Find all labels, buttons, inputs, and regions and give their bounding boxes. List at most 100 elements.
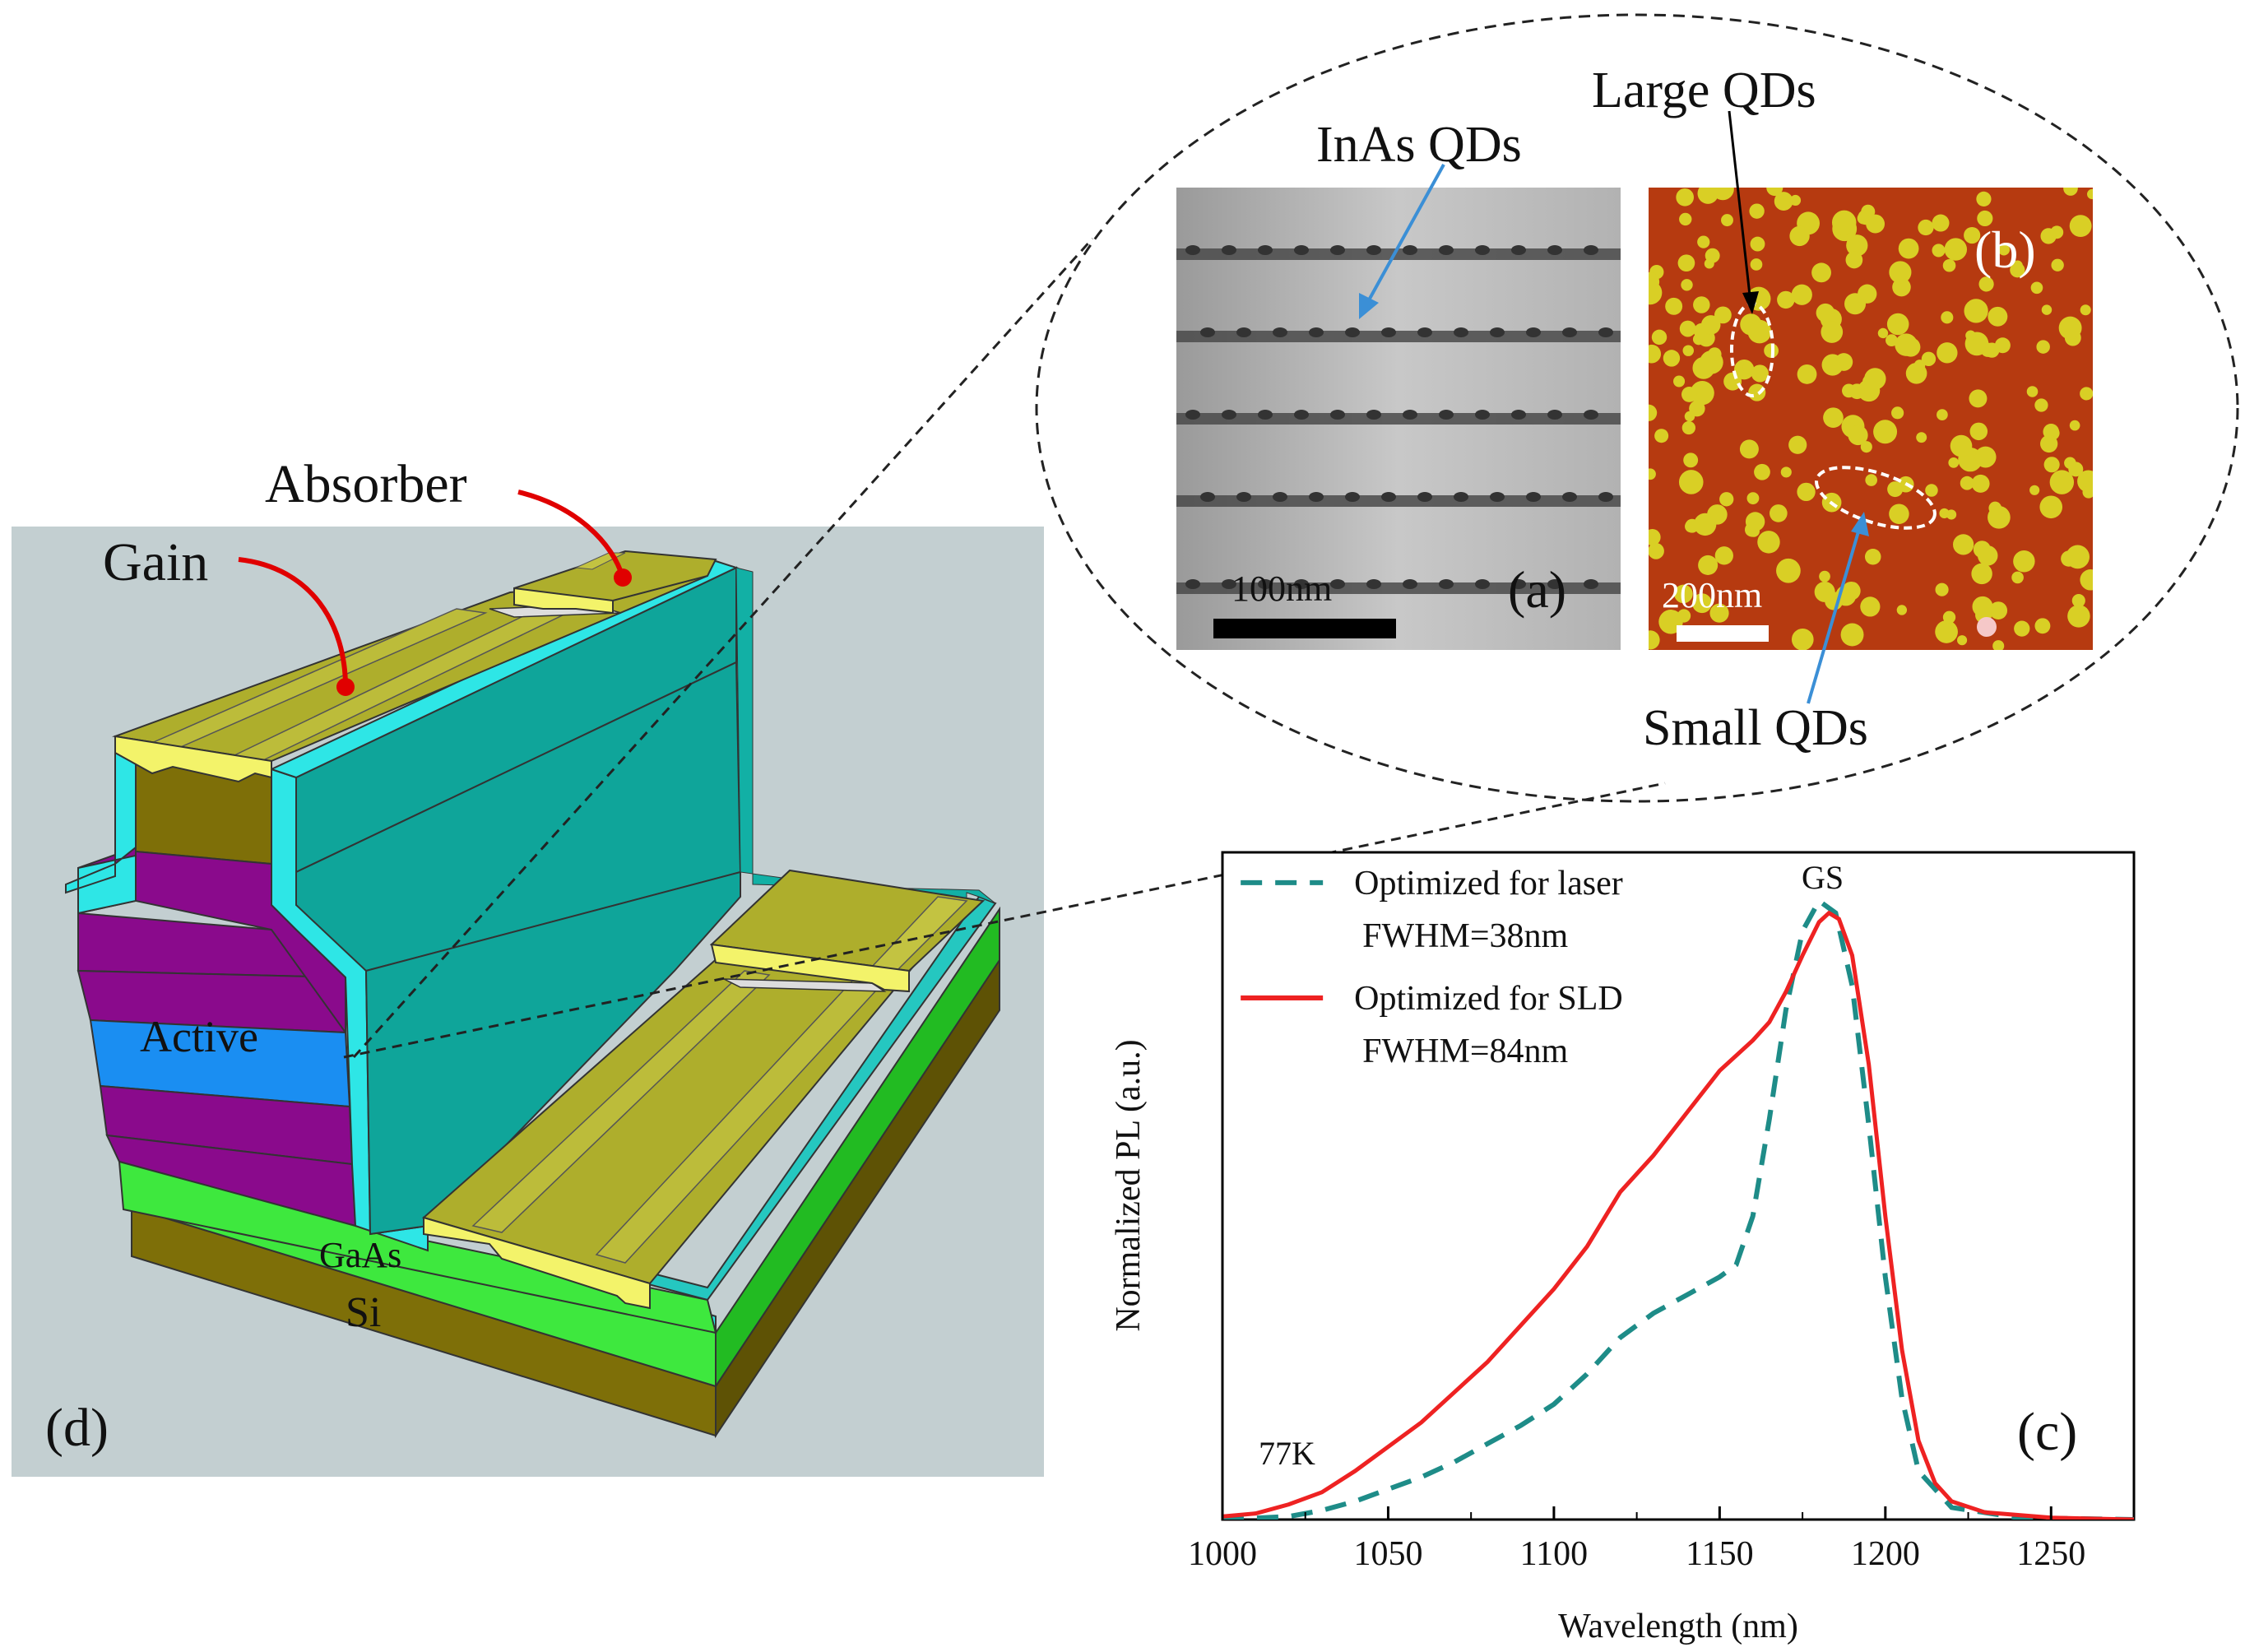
legend-sub-2: FWHM=84nm	[1362, 1032, 1568, 1070]
tem-qd-dot	[1273, 327, 1287, 337]
afm-qd-dot	[2063, 188, 2078, 196]
afm-qd-dot	[1789, 225, 1810, 247]
x-tick-label: 1100	[1520, 1535, 1588, 1573]
gain-contact-edge	[114, 735, 272, 783]
afm-qd-dot	[1697, 188, 1719, 204]
tem-qd-dot	[1403, 579, 1417, 589]
afm-qd-dot	[1989, 601, 2008, 620]
tem-qd-dot	[1490, 492, 1505, 502]
tem-qd-dot	[1309, 492, 1324, 502]
afm-qd-dot	[2087, 188, 2093, 200]
tem-qd-dot	[1222, 410, 1236, 420]
tem-qd-dot	[1200, 492, 1215, 502]
tem-qd-dot	[1417, 327, 1432, 337]
afm-qd-dot	[1651, 329, 1668, 346]
afm-qd-dot	[2036, 340, 2050, 354]
afm-qd-dot	[1950, 434, 1973, 457]
afm-qd-dot	[1678, 470, 1704, 494]
afm-qd-dot	[1847, 582, 1859, 594]
afm-qd-dot	[2049, 470, 2075, 494]
afm-qd-dot	[1684, 411, 1695, 422]
tem-arrow	[1364, 164, 1445, 307]
afm-qd-dot	[1918, 219, 1934, 236]
afm-qd-dot	[1791, 284, 1812, 305]
tem-qd-dot	[1345, 327, 1360, 337]
afm-qd-dot	[1848, 425, 1868, 446]
afm-qd-dot	[1916, 432, 1927, 443]
afm-qd-dot	[1649, 630, 1660, 650]
tem-qd-dot	[1366, 245, 1381, 255]
afm-qd-dot	[1681, 387, 1697, 402]
afm-qd-dot	[1942, 610, 1956, 624]
afm-qd-dot	[1770, 504, 1788, 522]
afm-qd-dot	[1685, 518, 1700, 533]
afm-qd-dot	[2034, 618, 2051, 634]
afm-qd-dot	[1814, 581, 1835, 602]
afm-qd-dot	[1757, 531, 1780, 554]
tem-qd-dot	[1475, 245, 1490, 255]
afm-qd-dot	[1665, 297, 1683, 315]
afm-qd-dot	[1864, 368, 1886, 390]
afm-qd-dot	[1649, 281, 1663, 305]
zoom-line-lower	[343, 782, 1666, 1059]
afm-qd-dot	[2080, 569, 2093, 591]
afm-qd-dot	[1719, 492, 1734, 507]
afm-qd-dot	[1944, 238, 1968, 261]
afm-qd-dot	[1673, 375, 1686, 387]
afm-qd-dot	[1895, 316, 1908, 329]
lower-contact-edge	[423, 1216, 651, 1310]
tem-qd-dot	[1222, 245, 1236, 255]
tem-qd-dot	[1547, 245, 1562, 255]
afm-qd-dot	[1896, 605, 1908, 615]
tem-qd-dot	[1598, 327, 1613, 337]
afm-qd-dot	[2041, 304, 2053, 315]
afm-qd-dot	[1683, 452, 1699, 468]
afm-qd-dot	[1766, 188, 1783, 197]
afm-qd-dot	[1997, 244, 2011, 256]
afm-qd-dot	[1780, 466, 1792, 478]
tem-qd-dot	[1236, 492, 1251, 502]
afm-scale-label: 200nm	[1662, 575, 1762, 615]
plot-frame	[1221, 851, 2136, 1521]
afm-qd-dot	[1811, 262, 1831, 283]
afm-qd-dot	[1848, 383, 1865, 400]
afm-qd-dot	[1840, 623, 1864, 647]
afm-qd-dot	[1974, 446, 1997, 468]
afm-panel: 200nm (b) Large QDs Small QDs	[1592, 63, 2093, 756]
legend-sub-1: FWHM=38nm	[1362, 917, 1568, 955]
afm-panel-label: (b)	[1974, 220, 2036, 279]
afm-qd-dot	[1777, 290, 1795, 309]
afm-qd-dot	[1932, 244, 1946, 258]
afm-qd-dot	[1953, 534, 1974, 555]
afm-qd-dot	[2039, 495, 2063, 519]
afm-qd-dot	[1679, 320, 1696, 337]
tem-qd-dot	[1330, 410, 1345, 420]
tem-qd-layer-3	[1176, 413, 1621, 425]
gain-pointer	[238, 557, 348, 688]
tem-qd-dot	[1330, 245, 1345, 255]
tem-dots	[1185, 245, 1613, 589]
afm-qd-dot	[1865, 474, 1878, 486]
afm-qd-dot	[1721, 214, 1733, 227]
afm-qd-dot	[1988, 505, 2011, 529]
afm-qd-dot	[1745, 512, 1765, 531]
tem-qd-dot	[1403, 410, 1417, 420]
device-panel-label: (d)	[45, 1398, 109, 1458]
afm-qd-dot	[1700, 315, 1721, 335]
afm-qd-dot	[1942, 258, 1956, 272]
tem-qd-dot	[1475, 410, 1490, 420]
tem-qd-dot	[1511, 410, 1526, 420]
tem-qd-layer-1	[1176, 248, 1621, 260]
afm-qd-dot	[1925, 484, 1938, 497]
absorber-contact-edge	[513, 587, 614, 615]
afm-qd-dot	[1937, 342, 1958, 364]
tem-qd-dot	[1200, 327, 1215, 337]
absorber-label: Absorber	[265, 454, 467, 514]
tem-qd-dot	[1417, 492, 1432, 502]
tem-qd-layer-4	[1176, 495, 1621, 507]
afm-qd-dot	[1676, 188, 1695, 206]
afm-qd-dot	[2064, 457, 2076, 470]
cladding-left	[65, 743, 137, 915]
tem-qd-layer-2	[1176, 331, 1621, 342]
